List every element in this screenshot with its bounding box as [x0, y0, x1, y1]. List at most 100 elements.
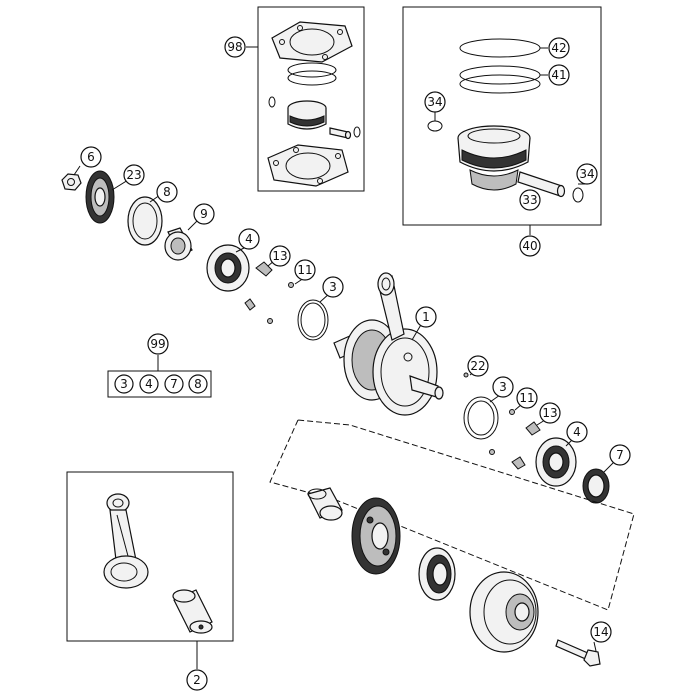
thrust-washer-right [463, 396, 499, 440]
screw-left-lower [267, 318, 273, 324]
callout-23: 23 [123, 164, 145, 186]
callout-42: 42 [548, 37, 570, 59]
kit-99-item-8: 8 [188, 374, 208, 394]
callout-1: 1 [415, 306, 437, 328]
kit-99-item-7: 7 [164, 374, 184, 394]
circlip-small-left [268, 96, 276, 108]
kit-99: 99 3 4 7 8 [107, 333, 212, 398]
circlip-left [427, 120, 443, 132]
svg-text:7: 7 [616, 448, 624, 462]
kit-99-item-3: 3 [114, 374, 134, 394]
kit-99-item-4: 4 [139, 374, 159, 394]
oil-seal-right [582, 468, 610, 504]
piston-large [457, 125, 531, 191]
svg-text:1: 1 [422, 310, 430, 324]
locking-clip-left-lower [244, 298, 256, 311]
svg-text:2: 2 [193, 673, 201, 687]
circlip-small-right [353, 126, 361, 138]
svg-text:40: 40 [522, 239, 537, 253]
piston-small [287, 100, 327, 130]
svg-text:3: 3 [120, 377, 128, 391]
piston-ring-bottom [287, 70, 337, 86]
svg-text:14: 14 [593, 625, 608, 639]
callout-2: 2 [186, 669, 208, 691]
crank-pin [172, 589, 213, 634]
svg-text:41: 41 [551, 68, 566, 82]
callout-98: 98 [224, 36, 246, 58]
callout-11-left: 11 [294, 259, 316, 281]
locking-clip-right-lower [511, 456, 526, 470]
svg-text:33: 33 [522, 193, 537, 207]
svg-text:6: 6 [87, 150, 95, 164]
callout-33: 33 [519, 189, 541, 211]
callout-4-right: 4 [566, 421, 588, 443]
callout-3-right: 3 [492, 376, 514, 398]
svg-text:23: 23 [126, 168, 141, 182]
primary-gear [85, 170, 115, 224]
gasket-kit-frame [257, 6, 365, 192]
thrust-washer-left [297, 299, 329, 341]
starter-gear [351, 497, 401, 575]
svg-text:7: 7 [170, 377, 178, 391]
crankshaft-assembly: 1 [333, 272, 444, 416]
main-bearing-right [535, 437, 577, 487]
callout-3-left: 3 [322, 276, 344, 298]
callout-13-right: 13 [539, 402, 561, 424]
spacer-bushing [164, 227, 193, 261]
svg-text:13: 13 [272, 249, 287, 263]
right-side-parts: 22 3 11 13 4 7 [463, 355, 631, 504]
svg-text:34: 34 [427, 95, 442, 109]
freewheel [418, 547, 456, 601]
cylinder-base-gasket [267, 144, 349, 187]
callout-8: 8 [156, 181, 178, 203]
callout-11-right: 11 [516, 387, 538, 409]
callout-7: 7 [609, 444, 631, 466]
crank-web-right [372, 328, 438, 416]
locking-clip-right [525, 421, 541, 436]
gasket-kit-group: 98 [224, 6, 365, 192]
svg-text:34: 34 [579, 167, 594, 181]
svg-text:8: 8 [163, 185, 171, 199]
svg-text:4: 4 [145, 377, 153, 391]
piston-ring-41-b [459, 74, 541, 94]
callout-34-left: 34 [424, 91, 446, 113]
screw-right [509, 409, 515, 415]
nut [61, 173, 82, 191]
callout-22: 22 [467, 355, 489, 377]
svg-text:9: 9 [200, 207, 208, 221]
callout-9: 9 [193, 203, 215, 225]
piston-assembly-frame [402, 6, 602, 226]
circlip-right [572, 187, 584, 203]
kit-99-frame [107, 370, 212, 398]
oil-seal [127, 196, 163, 246]
screw-right-lower [489, 449, 495, 455]
callout-40: 40 [519, 235, 541, 257]
callout-99: 99 [147, 333, 169, 355]
woodruff-key [463, 372, 469, 378]
svg-text:11: 11 [519, 391, 534, 405]
svg-text:3: 3 [499, 380, 507, 394]
piston-pin-large [517, 171, 566, 198]
callout-4-left: 4 [238, 228, 260, 250]
locking-clip-left [255, 261, 273, 277]
svg-text:4: 4 [573, 425, 581, 439]
freewheel-housing [469, 571, 539, 653]
needle-bearing [307, 487, 343, 521]
connecting-rod [103, 493, 149, 589]
callout-6: 6 [80, 146, 102, 168]
screw-left [288, 282, 294, 288]
piston-pin-small [329, 127, 352, 140]
piston-assembly-group: 42 41 34 34 33 40 [402, 6, 602, 257]
callout-13-left: 13 [269, 245, 291, 267]
svg-text:42: 42 [551, 41, 566, 55]
cylinder-head-gasket [271, 21, 353, 63]
left-side-parts: 6 23 8 9 4 13 11 3 [61, 146, 344, 341]
svg-text:22: 22 [470, 359, 485, 373]
starter-drive-frame [269, 419, 635, 611]
svg-text:4: 4 [245, 232, 253, 246]
callout-34-right: 34 [576, 163, 598, 185]
callout-14: 14 [590, 621, 612, 643]
svg-text:8: 8 [194, 377, 202, 391]
piston-ring-top [287, 62, 337, 78]
